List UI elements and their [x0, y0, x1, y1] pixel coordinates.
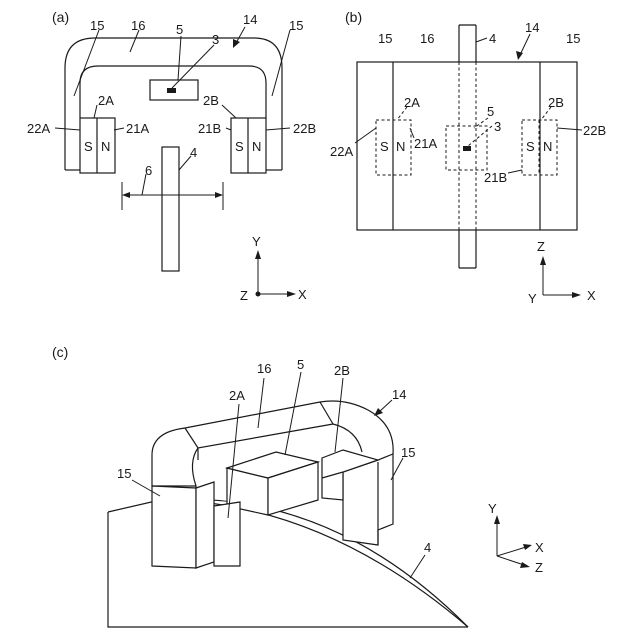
label-3-a: 3: [212, 32, 219, 47]
panel-c-label: (c): [52, 344, 68, 360]
label-4-b: 4: [489, 31, 496, 46]
label-2b-a: 2B: [203, 93, 219, 108]
axes-c: Y X Z: [488, 501, 544, 575]
label-22b-a: 22B: [293, 121, 316, 136]
label-15-left-b: 15: [378, 31, 392, 46]
label-21a-b: 21A: [414, 136, 437, 151]
pole-s-left: S: [84, 139, 93, 154]
track-4-a: [162, 147, 179, 271]
label-22a-a: 22A: [27, 121, 50, 136]
label-3-b: 3: [494, 119, 501, 134]
label-14-b: 14: [525, 20, 539, 35]
pole-n-right-b: N: [543, 139, 552, 154]
label-22a-b: 22A: [330, 144, 353, 159]
label-16-a: 16: [131, 18, 145, 33]
label-15-left-c: 15: [117, 466, 131, 481]
label-16-b: 16: [420, 31, 434, 46]
axis-y-b: Y: [528, 291, 537, 306]
magnet-2a-c: [214, 502, 240, 566]
side-block-left: [152, 486, 196, 568]
magnet-2a-b: S N: [376, 120, 411, 175]
label-15-right-c: 15: [401, 445, 415, 460]
axis-x-b: X: [587, 288, 596, 303]
pole-n-right: N: [252, 139, 261, 154]
label-4-c: 4: [424, 540, 431, 555]
pole-n-left-b: N: [396, 139, 405, 154]
label-21b-a: 21B: [198, 121, 221, 136]
pole-s-right: S: [235, 139, 244, 154]
label-4-a: 4: [190, 145, 197, 160]
magnet-2b: S N: [231, 118, 266, 173]
panel-a-label: (a): [52, 9, 69, 25]
label-2b-b: 2B: [548, 95, 564, 110]
panel-b: (b) S N S N: [330, 9, 606, 306]
label-21b-b: 21B: [484, 170, 507, 185]
label-5-b: 5: [487, 104, 494, 119]
chip-3-a: [167, 88, 176, 93]
pole-n-left: N: [101, 139, 110, 154]
label-2a-a: 2A: [98, 93, 114, 108]
panel-a: (a) S N S N: [27, 9, 316, 303]
axis-x-c: X: [535, 540, 544, 555]
label-5-c: 5: [297, 357, 304, 372]
label-2b-c: 2B: [334, 363, 350, 378]
axes-b: Z X Y: [528, 239, 596, 306]
label-15-right-a: 15: [289, 18, 303, 33]
axis-z-b: Z: [537, 239, 545, 254]
panel-b-label: (b): [345, 9, 362, 25]
axis-x-a: X: [298, 287, 307, 302]
magnet-2a: S N: [80, 118, 115, 173]
label-16-c: 16: [257, 361, 271, 376]
label-2a-c: 2A: [229, 388, 245, 403]
axis-z-c: Z: [535, 560, 543, 575]
label-14-a: 14: [243, 12, 257, 27]
axes-a: Y X Z: [240, 234, 307, 303]
axis-z-a: Z: [240, 288, 248, 303]
label-14-c: 14: [392, 387, 406, 402]
label-5-a: 5: [176, 22, 183, 37]
pole-s-right-b: S: [526, 139, 535, 154]
axis-y-c: Y: [488, 501, 497, 516]
panel-c: (c): [52, 344, 544, 627]
label-22b-b: 22B: [583, 123, 606, 138]
label-15-right-b: 15: [566, 31, 580, 46]
label-15-left-a: 15: [90, 18, 104, 33]
label-6-a: 6: [145, 163, 152, 178]
magnet-2b-b: S N: [522, 120, 557, 175]
chip-3-b: [463, 146, 471, 151]
label-2a-b: 2A: [404, 95, 420, 110]
axis-y-a: Y: [252, 234, 261, 249]
label-21a-a: 21A: [126, 121, 149, 136]
pole-s-left-b: S: [380, 139, 389, 154]
